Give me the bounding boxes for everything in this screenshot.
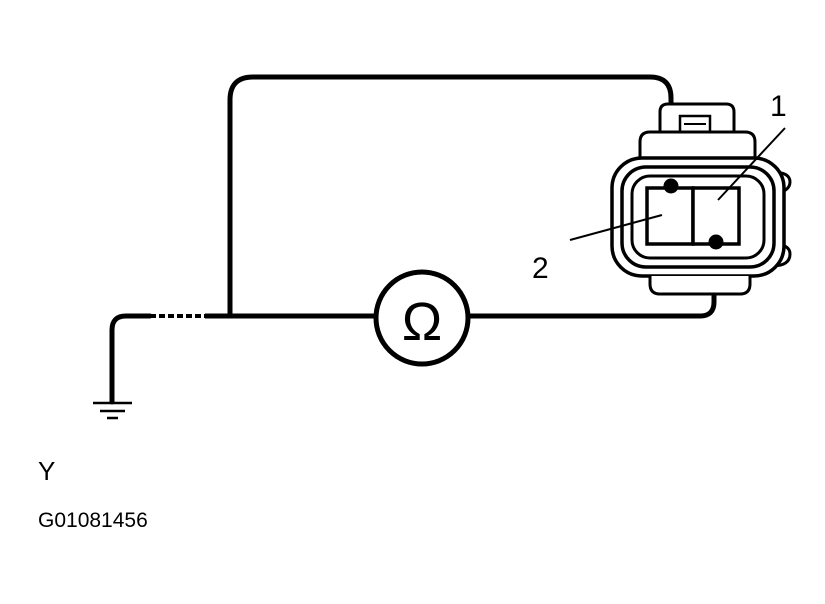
ground-symbol	[93, 401, 132, 420]
ohmmeter: Ω	[373, 269, 471, 367]
callout-1-leader	[717, 127, 786, 201]
ground-wire	[109, 313, 153, 405]
terminal-cavity-2	[645, 186, 695, 246]
view-letter: Y	[38, 456, 56, 486]
ohm-symbol: Ω	[402, 292, 442, 352]
probe-point-lower	[708, 234, 724, 250]
probe-point-upper	[663, 178, 679, 194]
lower-wire	[468, 242, 717, 319]
callout-2-leader	[569, 214, 663, 241]
callout-2-label: 2	[532, 252, 549, 285]
upper-wire	[227, 74, 674, 316]
figure-code: G01081456	[38, 509, 148, 532]
callout-1-label: 1	[770, 90, 787, 123]
sensor-connector	[610, 102, 792, 296]
